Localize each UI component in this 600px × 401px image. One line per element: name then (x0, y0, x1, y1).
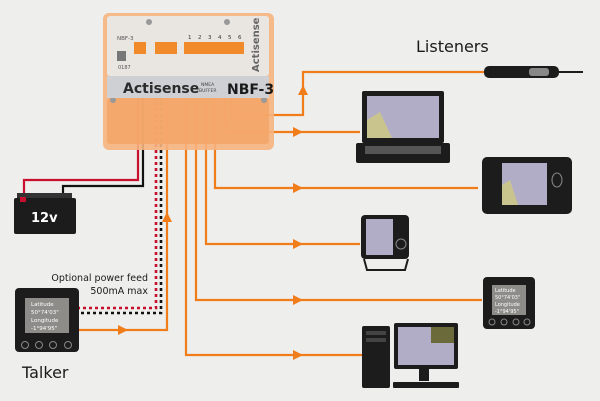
buffer-subtitle-2: BUFFER (199, 88, 217, 94)
listener-laptop (356, 91, 450, 163)
talker-caption: Talker (21, 363, 69, 382)
fishfinder-screen (366, 219, 393, 255)
battery-top (17, 193, 72, 199)
instrument-button (500, 318, 508, 326)
arrow-right-output-2 (293, 127, 303, 137)
port-label: 4 (218, 35, 222, 41)
buffer-model: NBF-3 (227, 82, 274, 98)
wire-output-6 (184, 80, 362, 357)
nbf3-buffer-unit: NBF-3 0187 1 2 3 4 5 6 Actisense Actisen… (103, 13, 274, 150)
port-label: 3 (208, 35, 212, 41)
battery-positive-terminal (20, 197, 26, 202)
power-connector (134, 42, 146, 54)
talker-screen-line: Latitude (31, 302, 54, 308)
listener-fishfinder (361, 215, 409, 271)
optional-power-positive-wire (60, 60, 158, 310)
ce-mark-icon (117, 51, 126, 61)
instrument-screen-line: 50°74'03" (495, 295, 520, 301)
output-connector-block (184, 42, 244, 54)
buffer-label-strip (107, 76, 269, 98)
plotter-screen-land (502, 180, 518, 205)
pc-keyboard (393, 382, 459, 388)
port-label: 6 (238, 35, 242, 41)
talker-screen-line: -1°94'95" (31, 326, 57, 332)
talker-instrument: Latitude 50°74'03" Longitude -1°94'95" (15, 288, 79, 352)
power-note-line1: Optional power feed (51, 273, 148, 284)
buffer-bottom-body (107, 98, 269, 144)
listeners-caption: Listeners (416, 37, 489, 56)
screw-icon (261, 97, 267, 103)
power-note-line2: 500mA max (90, 286, 148, 297)
instrument-button (523, 318, 531, 326)
arrow-right-output-4 (293, 239, 303, 249)
port-label: 5 (228, 35, 232, 41)
instrument-button (488, 318, 496, 326)
talker-screen-line: Longitude (31, 318, 59, 324)
pc-monitor-stand (419, 369, 429, 381)
instrument-screen-line: Latitude (495, 288, 516, 294)
battery-label: 12v (31, 211, 58, 226)
pc-drive-bay (366, 338, 386, 342)
handset-keypad (529, 68, 549, 76)
pc-tower (362, 326, 390, 388)
arrow-right-talker (118, 325, 128, 335)
listener-desktop-pc (362, 323, 459, 388)
screw-icon (146, 19, 152, 25)
wire-output-5 (194, 80, 482, 302)
arrow-right-output-5 (293, 295, 303, 305)
buffer-brand: Actisense (123, 81, 199, 97)
instrument-screen-line: Longitude (495, 302, 520, 308)
laptop-keyboard (365, 146, 441, 154)
buffer-small-model: NBF-3 (117, 36, 134, 42)
talker-button (35, 341, 43, 349)
port-label: 1 (188, 35, 192, 41)
laptop-screen-land (367, 112, 392, 138)
listener-instrument: Latitude 50°74'03" Longitude -1°94'95" (483, 277, 535, 329)
fishfinder-dial (395, 238, 407, 250)
talker-button (49, 341, 57, 349)
talker-screen-line: 50°74'03" (31, 310, 59, 316)
port-labels: 1 2 3 4 5 6 (188, 35, 242, 41)
buffer-subtitle-1: NMEA (201, 82, 215, 88)
talker-button (64, 341, 72, 349)
screw-icon (224, 19, 230, 25)
buffer-serial: 0187 (118, 65, 131, 71)
arrow-up-output-1 (298, 85, 308, 95)
listener-vhf-handset (484, 66, 583, 78)
battery-body (14, 198, 76, 234)
arrow-up-talker (162, 212, 172, 222)
pc-drive-bay (366, 331, 386, 335)
plotter-dial (551, 172, 563, 188)
arrow-right-output-3 (293, 183, 303, 193)
fishfinder-bracket (363, 258, 409, 271)
buffer-brand-vertical: Actisense (251, 17, 262, 72)
listener-chartplotter (482, 157, 572, 214)
wire-arrows (118, 85, 308, 360)
screw-icon (110, 97, 116, 103)
instrument-button (512, 318, 520, 326)
instrument-screen-line: -1°94'95" (495, 309, 519, 315)
port-label: 2 (198, 35, 202, 41)
input-connector (155, 42, 177, 54)
pc-monitor-side-panel (431, 327, 454, 343)
talker-button (21, 341, 29, 349)
instrument-screen (492, 285, 526, 315)
arrow-right-output-6 (293, 350, 303, 360)
battery-12v: 12v (14, 193, 76, 234)
talker-screen (25, 298, 69, 333)
